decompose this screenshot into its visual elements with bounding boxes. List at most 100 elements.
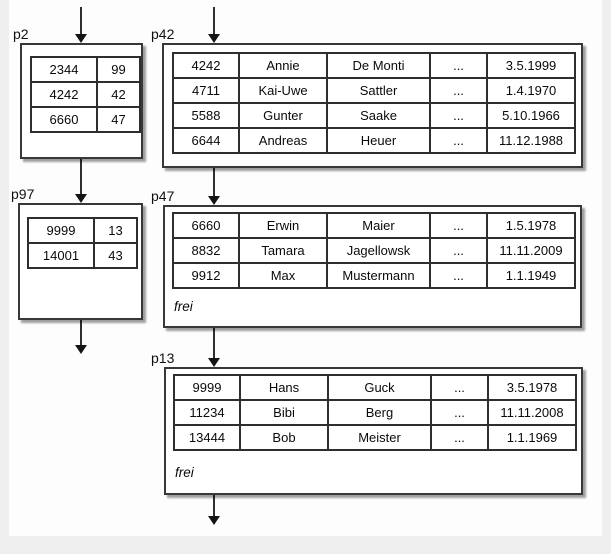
- date-cell: 11.11.2008: [487, 399, 577, 426]
- arrow-head-icon: [208, 196, 220, 205]
- free-space-label: frei: [174, 299, 193, 314]
- page-label-p2: p2: [13, 26, 29, 42]
- date-cell: 1.5.1978: [486, 212, 576, 239]
- date-cell: 11.11.2009: [486, 237, 576, 264]
- ellipsis-cell: ...: [429, 52, 488, 79]
- first-name-cell: Annie: [238, 52, 328, 79]
- record-id-cell: 8832: [172, 237, 240, 264]
- last-name-cell: Meister: [327, 424, 432, 451]
- last-name-cell: Saake: [326, 102, 431, 129]
- table-row: 6644 Andreas Heuer ... 11.12.1988: [172, 127, 576, 154]
- last-name-cell: Heuer: [326, 127, 431, 154]
- ellipsis-cell: ...: [429, 212, 488, 239]
- arrow-head-icon: [75, 194, 87, 203]
- page-box-p97: 9999 13 14001 43: [18, 203, 143, 320]
- pointer-cell: 47: [96, 106, 141, 133]
- last-name-cell: Berg: [327, 399, 432, 426]
- key-cell: 4242: [30, 81, 98, 108]
- date-cell: 3.5.1999: [486, 52, 576, 79]
- date-cell: 5.10.1966: [486, 102, 576, 129]
- records-table-p13: 9999 Hans Guck ... 3.5.1978 11234 Bibi B…: [173, 374, 577, 451]
- record-id-cell: 5588: [172, 102, 240, 129]
- first-name-cell: Hans: [239, 374, 329, 401]
- first-name-cell: Kai-Uwe: [238, 77, 328, 104]
- record-id-cell: 9999: [173, 374, 241, 401]
- first-name-cell: Andreas: [238, 127, 328, 154]
- record-id-cell: 4711: [172, 77, 240, 104]
- ellipsis-cell: ...: [429, 237, 488, 264]
- table-row: 6660 47: [30, 106, 141, 133]
- page-box-p42: 4242 Annie De Monti ... 3.5.1999 4711 Ka…: [162, 43, 583, 168]
- arrow-head-icon: [208, 516, 220, 525]
- key-cell: 6660: [30, 106, 98, 133]
- record-id-cell: 11234: [173, 399, 241, 426]
- table-row: 2344 99: [30, 56, 141, 83]
- arrow-line: [80, 7, 82, 35]
- pointer-cell: 99: [96, 56, 141, 83]
- table-row: 6660 Erwin Maier ... 1.5.1978: [172, 212, 576, 239]
- pointer-cell: 43: [93, 242, 138, 269]
- arrow-p2-to-p97: [75, 158, 88, 203]
- key-cell: 2344: [30, 56, 98, 83]
- free-space-label: frei: [175, 465, 194, 480]
- last-name-cell: Maier: [326, 212, 431, 239]
- ellipsis-cell: ...: [430, 374, 489, 401]
- record-id-cell: 6660: [172, 212, 240, 239]
- arrow-line: [213, 327, 215, 359]
- arrow-p97-out: [75, 319, 88, 354]
- arrow-line: [213, 7, 215, 35]
- last-name-cell: Jagellowsk: [326, 237, 431, 264]
- ellipsis-cell: ...: [429, 77, 488, 104]
- arrow-into-p42: [208, 7, 221, 43]
- arrow-p42-to-p47: [208, 167, 221, 205]
- ellipsis-cell: ...: [429, 102, 488, 129]
- first-name-cell: Max: [238, 262, 328, 289]
- table-row: 4242 Annie De Monti ... 3.5.1999: [172, 52, 576, 79]
- key-cell: 9999: [27, 217, 95, 244]
- records-table-p47: 6660 Erwin Maier ... 1.5.1978 8832 Tamar…: [172, 212, 576, 289]
- date-cell: 1.4.1970: [486, 77, 576, 104]
- date-cell: 1.1.1949: [486, 262, 576, 289]
- record-id-cell: 6644: [172, 127, 240, 154]
- arrow-head-icon: [75, 34, 87, 43]
- ellipsis-cell: ...: [429, 262, 488, 289]
- arrow-line: [80, 319, 82, 346]
- arrow-line: [213, 494, 215, 517]
- record-id-cell: 9912: [172, 262, 240, 289]
- arrow-into-p2: [75, 7, 88, 43]
- first-name-cell: Gunter: [238, 102, 328, 129]
- last-name-cell: De Monti: [326, 52, 431, 79]
- table-row: 14001 43: [27, 242, 138, 269]
- ellipsis-cell: ...: [430, 424, 489, 451]
- record-id-cell: 13444: [173, 424, 241, 451]
- first-name-cell: Erwin: [238, 212, 328, 239]
- table-row: 9912 Max Mustermann ... 1.1.1949: [172, 262, 576, 289]
- arrow-head-icon: [75, 345, 87, 354]
- page-box-p47: 6660 Erwin Maier ... 1.5.1978 8832 Tamar…: [163, 205, 582, 328]
- arrow-head-icon: [208, 34, 220, 43]
- pointer-cell: 42: [96, 81, 141, 108]
- last-name-cell: Sattler: [326, 77, 431, 104]
- page-label-p13: p13: [151, 350, 175, 366]
- page-box-p13: 9999 Hans Guck ... 3.5.1978 11234 Bibi B…: [164, 367, 583, 495]
- arrow-head-icon: [208, 358, 220, 367]
- first-name-cell: Bibi: [239, 399, 329, 426]
- page-box-p2: 2344 99 4242 42 6660 47: [20, 43, 143, 159]
- key-cell: 14001: [27, 242, 95, 269]
- table-row: 11234 Bibi Berg ... 11.11.2008: [173, 399, 577, 426]
- page-label-p97: p97: [11, 186, 35, 202]
- last-name-cell: Guck: [327, 374, 432, 401]
- first-name-cell: Tamara: [238, 237, 328, 264]
- arrow-line: [213, 167, 215, 197]
- ellipsis-cell: ...: [429, 127, 488, 154]
- arrow-line: [80, 158, 82, 195]
- ellipsis-cell: ...: [430, 399, 489, 426]
- page-label-p42: p42: [151, 26, 175, 42]
- table-row: 5588 Gunter Saake ... 5.10.1966: [172, 102, 576, 129]
- first-name-cell: Bob: [239, 424, 329, 451]
- table-row: 4711 Kai-Uwe Sattler ... 1.4.1970: [172, 77, 576, 104]
- table-row: 4242 42: [30, 81, 141, 108]
- date-cell: 3.5.1978: [487, 374, 577, 401]
- index-table-p97: 9999 13 14001 43: [27, 217, 138, 269]
- last-name-cell: Mustermann: [326, 262, 431, 289]
